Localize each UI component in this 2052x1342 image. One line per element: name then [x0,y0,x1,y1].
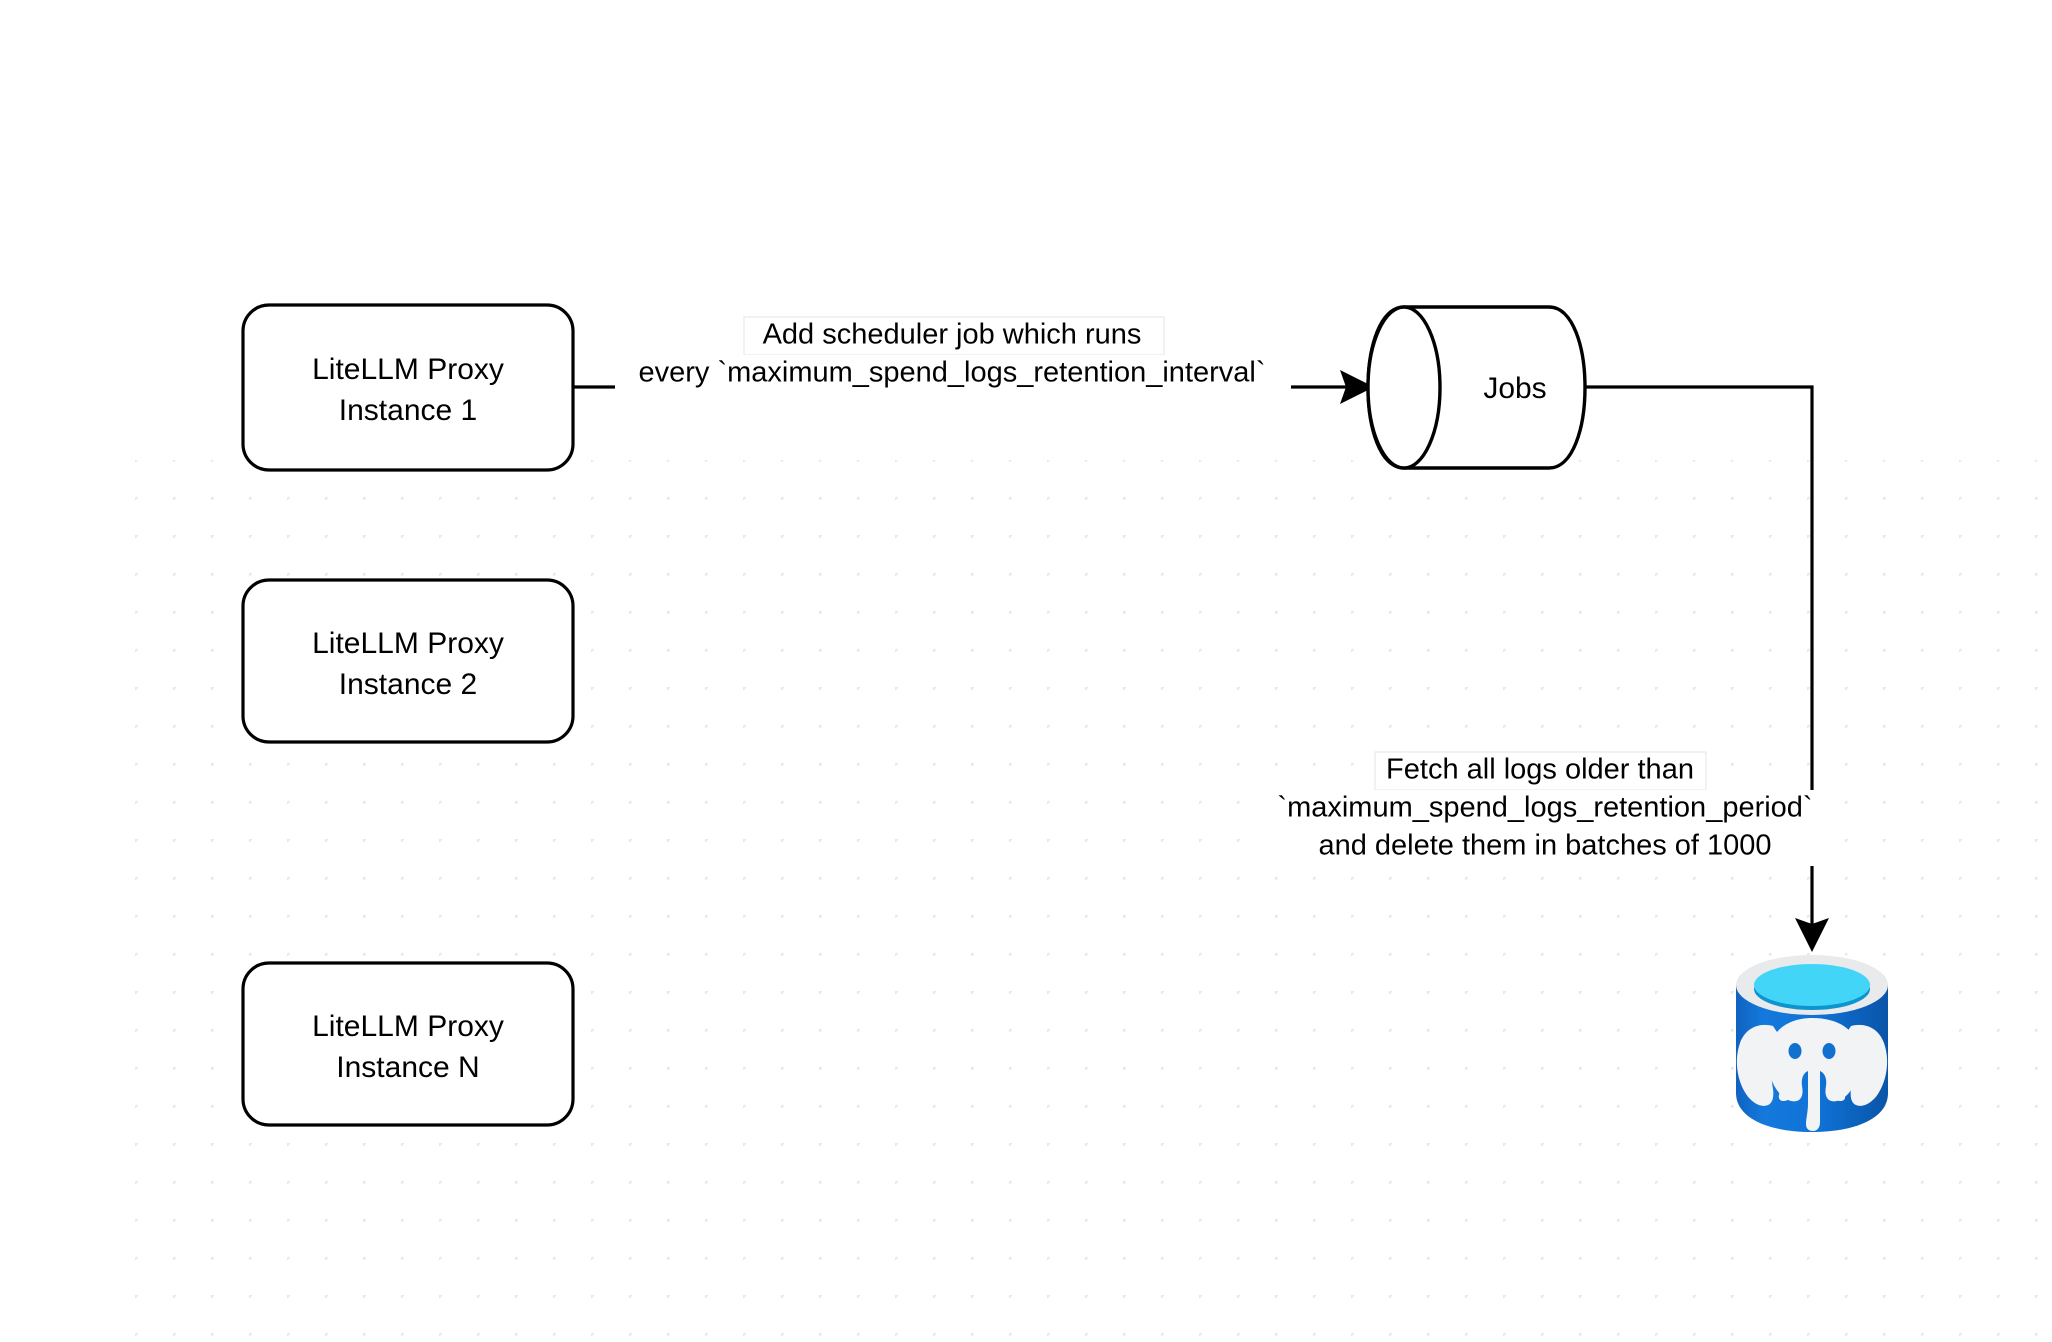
node-proxy-2-label-line1: LiteLLM Proxy [312,627,504,660]
node-proxy-1-label-line1: LiteLLM Proxy [312,353,504,386]
node-jobs-cylinder-cap [1366,305,1442,470]
node-proxy-2-label-line2: Instance 2 [339,668,477,701]
edge-label-delete-logs-line3: and delete them in batches of 1000 [1318,830,1771,862]
node-proxy-n-shape [241,961,575,1127]
edge-label-scheduler: Add scheduler job which runs every `maxi… [615,316,1291,393]
edge-label-delete-logs-line1: Fetch all logs older than [1386,754,1694,786]
node-litellm-proxy-instance-2[interactable]: LiteLLM Proxy Instance 2 [241,578,575,744]
node-proxy-1-label-line2: Instance 1 [339,394,477,427]
node-jobs-queue[interactable]: Jobs [1366,305,1587,470]
node-proxy-n-label-line1: LiteLLM Proxy [312,1010,504,1043]
node-litellm-proxy-instance-1[interactable]: LiteLLM Proxy Instance 1 [241,303,575,472]
edge-delete-logs-line [1585,385,1814,930]
edge-label-scheduler-line1: Add scheduler job which runs [763,319,1142,351]
node-proxy-1-shape [241,303,575,472]
node-proxy-n-label-line2: Instance N [336,1051,479,1084]
edge-label-scheduler-line2: every `maximum_spend_logs_retention_inte… [638,357,1265,389]
node-jobs-label: Jobs [1483,372,1546,405]
edge-label-delete-logs-plate-line2 [1255,790,1835,866]
node-proxy-2-shape [241,578,575,744]
edge-label-delete-logs: Fetch all logs older than `maximum_spend… [1255,751,1835,866]
edge-scheduler-arrowhead [1340,370,1374,404]
node-postgres-database[interactable] [1736,955,1888,1132]
node-litellm-proxy-instance-n[interactable]: LiteLLM Proxy Instance N [241,961,575,1127]
edge-delete-logs [1585,385,1829,952]
edge-label-delete-logs-plate-line1 [1374,751,1707,791]
edge-label-delete-logs-line2: `maximum_spend_logs_retention_period` [1277,792,1812,824]
edge-label-scheduler-plate-line2 [615,355,1291,393]
postgres-cylinder-top-fill [1754,964,1870,1006]
postgres-elephant-eyes [1788,1043,1836,1059]
edge-delete-logs-arrowhead [1795,918,1829,952]
